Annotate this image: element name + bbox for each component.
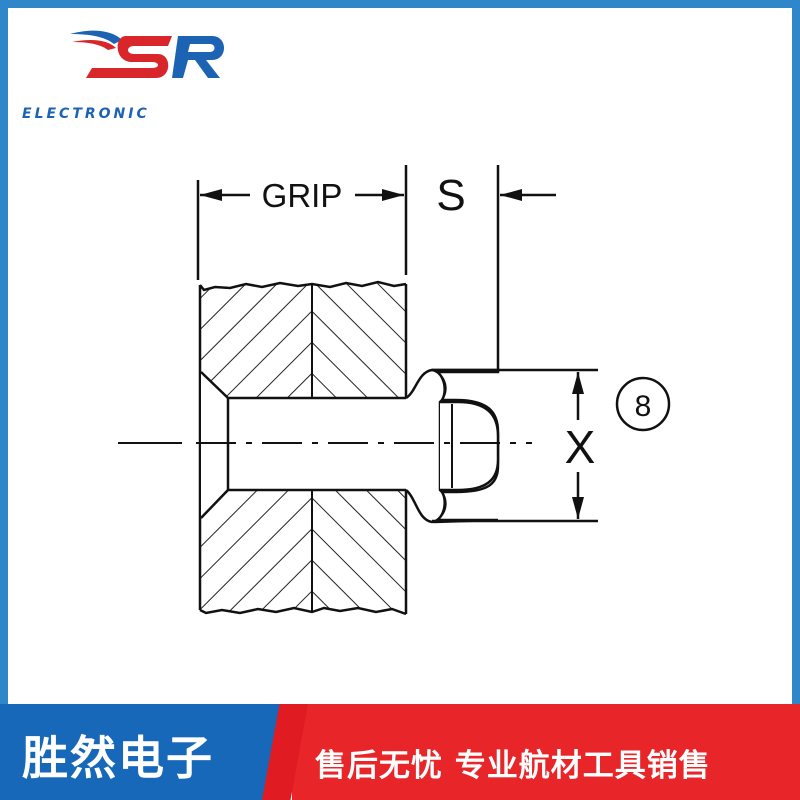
footer-red-panel (292, 704, 800, 800)
rivet-body (200, 368, 500, 524)
company-logo: ELECTRONIC (22, 22, 242, 122)
footer-blue-panel (0, 704, 300, 800)
s-label: S (436, 171, 465, 220)
grip-dimension: GRIP (196, 165, 408, 280)
frame-left-border (0, 0, 8, 800)
frame-top-border (0, 0, 800, 8)
s-dimension: S (436, 165, 556, 372)
frame-right-border (792, 0, 800, 800)
footer-slogan: 售后无忧 专业航材工具销售 (315, 748, 711, 784)
x-label: X (565, 421, 596, 473)
rivet-grip-diagram: GRIP S (118, 165, 671, 616)
footer-banner: 胜然电子 售后无忧 专业航材工具销售 (0, 704, 800, 800)
callout-number: 8 (635, 390, 652, 423)
callout-8: 8 (615, 376, 671, 432)
company-name: 胜然电子 (22, 731, 214, 785)
logo-text: ELECTRONIC (22, 106, 150, 122)
sr-logo-mark (70, 30, 224, 78)
grip-label: GRIP (262, 177, 343, 214)
x-dimension: X (432, 368, 598, 523)
